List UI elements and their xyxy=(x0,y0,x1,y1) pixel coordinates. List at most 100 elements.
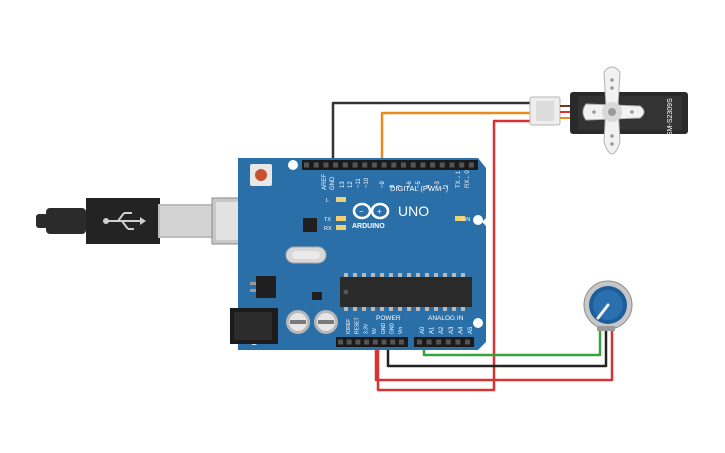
pin-hole[interactable] xyxy=(417,339,422,345)
servo-horn xyxy=(582,66,645,155)
chip-pin xyxy=(461,273,465,278)
power-pin-label: 3.3V xyxy=(363,323,369,334)
digital-pin-label: ~6 xyxy=(407,180,413,188)
digital-pin-label: 12 xyxy=(348,181,354,188)
chip-pin xyxy=(398,306,402,311)
led-label-rx: RX xyxy=(324,226,332,232)
pin-hole[interactable] xyxy=(410,162,416,168)
pin-hole[interactable] xyxy=(323,162,329,168)
analog-header xyxy=(414,337,474,347)
pin-hole[interactable] xyxy=(439,162,445,168)
pin-hole[interactable] xyxy=(390,339,396,345)
digital-pin-label: ~9 xyxy=(380,180,386,188)
pin-hole[interactable] xyxy=(398,339,404,345)
digital-pin-label: 4 xyxy=(426,184,432,188)
chip-pin xyxy=(353,273,357,278)
pin-hole[interactable] xyxy=(455,339,461,345)
microcontroller-chip xyxy=(340,273,472,311)
chip-pin xyxy=(362,273,366,278)
pin-hole[interactable] xyxy=(426,339,432,345)
chip-pin xyxy=(425,306,429,311)
servo-motor[interactable]: SM-S2309S xyxy=(529,66,688,155)
power-pin-label: Vin xyxy=(398,327,404,334)
chip-pin xyxy=(398,273,402,278)
digital-pin-label: TX→1 xyxy=(456,170,462,188)
pin-hole[interactable] xyxy=(346,339,352,345)
brand-label: ARDUINO xyxy=(352,223,385,230)
status-leds xyxy=(336,197,465,230)
pin-hole[interactable] xyxy=(338,339,343,345)
chip-pin xyxy=(407,273,411,278)
pin-hole[interactable] xyxy=(449,162,455,168)
chip-pin xyxy=(434,306,438,311)
chip-pin xyxy=(452,273,456,278)
digital-pin-label: 8 xyxy=(390,184,396,188)
power-pin-label: IOREF xyxy=(346,319,352,334)
pin-hole[interactable] xyxy=(465,339,470,345)
chip-pin xyxy=(416,306,420,311)
chip-pin xyxy=(443,306,447,311)
pin-hole[interactable] xyxy=(352,162,358,168)
pin-hole[interactable] xyxy=(355,339,361,345)
wire-servo-gnd[interactable] xyxy=(331,101,535,166)
voltage-regulator xyxy=(256,276,276,298)
pin-hole[interactable] xyxy=(371,162,377,168)
wire-pot-power[interactable] xyxy=(374,326,614,382)
chip-pin xyxy=(452,306,456,311)
power-pin-label: RESET xyxy=(355,317,361,334)
pin-hole[interactable] xyxy=(362,162,368,168)
gnd-label: GND xyxy=(330,176,336,190)
dc-jack-icon[interactable] xyxy=(230,308,278,344)
pin-hole[interactable] xyxy=(381,162,387,168)
on-led-label: ON xyxy=(462,217,470,223)
pin-hole[interactable] xyxy=(468,162,474,168)
pin-hole[interactable] xyxy=(304,162,309,168)
wire-servo-signal[interactable] xyxy=(380,111,535,166)
digital-pin-label: ~5 xyxy=(416,180,422,188)
chip-pin xyxy=(407,306,411,311)
chip-pin xyxy=(362,306,366,311)
pin-hole[interactable] xyxy=(420,162,426,168)
pin-hole[interactable] xyxy=(391,162,397,168)
chip-pin xyxy=(353,306,357,311)
pin-hole[interactable] xyxy=(364,339,370,345)
pin-hole[interactable] xyxy=(436,339,442,345)
pin-hole[interactable] xyxy=(313,162,319,168)
chip-pin xyxy=(380,306,384,311)
wire-servo-power[interactable] xyxy=(376,119,535,392)
wire-pot-gnd[interactable] xyxy=(386,326,608,368)
digital-pin-label: 13 xyxy=(340,181,346,188)
model-label: UNO xyxy=(398,203,429,219)
potentiometer[interactable] xyxy=(583,280,633,331)
pin-hole[interactable] xyxy=(333,162,339,168)
pin-hole[interactable] xyxy=(372,339,378,345)
pin-hole[interactable] xyxy=(342,162,348,168)
pin-hole[interactable] xyxy=(430,162,436,168)
led-label-l: L xyxy=(326,198,329,204)
chip-pin xyxy=(425,273,429,278)
analog-pin-label: A4 xyxy=(458,326,464,334)
analog-pin-label: A0 xyxy=(420,326,426,334)
reset-button-icon[interactable] xyxy=(250,164,272,186)
logo-minus-glyph: − xyxy=(359,207,364,216)
pin-hole[interactable] xyxy=(459,162,465,168)
chip-pin xyxy=(344,306,348,311)
pin-hole[interactable] xyxy=(445,339,451,345)
digital-pin-label: 2 xyxy=(444,184,450,188)
aref-label: AREF xyxy=(322,174,328,190)
analog-pin-label: A5 xyxy=(468,326,474,334)
chip-pin xyxy=(389,306,393,311)
arduino-logo-icon xyxy=(352,202,390,220)
analog-pin-label: A1 xyxy=(430,326,436,334)
digital-header xyxy=(302,160,478,170)
pin-hole[interactable] xyxy=(381,339,387,345)
chip-pin xyxy=(461,306,465,311)
power-pin-label: GND xyxy=(381,323,387,335)
digital-pin-label: ~10 xyxy=(364,177,370,188)
pin-hole[interactable] xyxy=(401,162,406,168)
